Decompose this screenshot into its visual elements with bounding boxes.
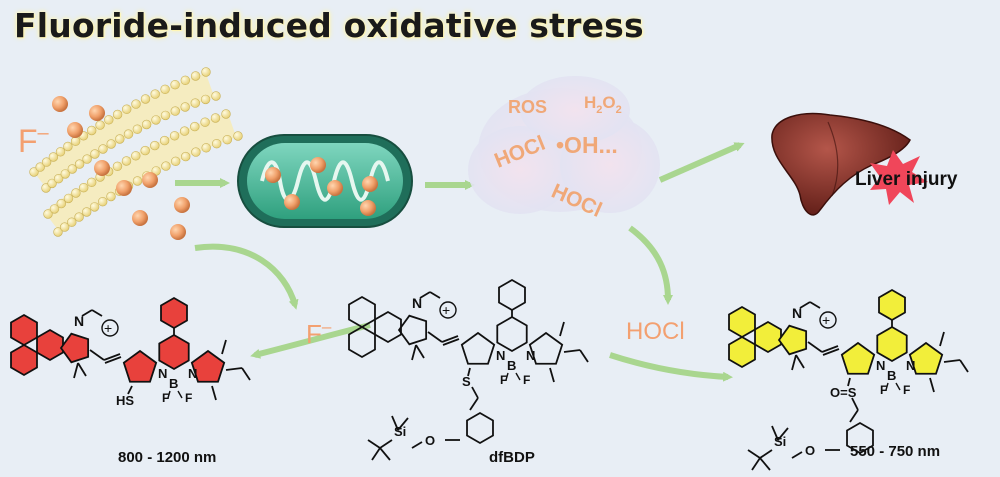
svg-text:F: F — [903, 383, 910, 397]
svg-text:F: F — [185, 391, 192, 405]
arrow-to-left-product — [250, 322, 371, 359]
svg-text:N: N — [526, 348, 535, 363]
arrow-to-liver — [658, 142, 745, 183]
h2o2-text: H2O2 — [584, 93, 622, 116]
injury-burst-icon — [870, 150, 928, 205]
svg-text:N: N — [412, 295, 422, 311]
ros-text: ROS — [508, 97, 547, 117]
svg-text:B: B — [887, 368, 896, 383]
fluoride-arrow-label: F– — [306, 317, 332, 349]
mitochondrion — [237, 134, 413, 228]
arrow-fluoride-branch — [194, 243, 299, 310]
probe-name-label: dfBDP — [489, 449, 535, 466]
arrow-to-right-product — [609, 352, 733, 382]
fluoride-label: F– — [18, 122, 50, 159]
left-wavelength-label: 800 - 1200 nm — [118, 449, 216, 466]
svg-text:N: N — [74, 313, 84, 329]
svg-text:O: O — [805, 443, 815, 458]
hocl-arrow-label: HOCl — [626, 318, 685, 345]
svg-text:B: B — [169, 376, 178, 391]
svg-text:F: F — [880, 383, 887, 397]
svg-text:+: + — [104, 320, 112, 336]
svg-text:F: F — [523, 373, 530, 387]
svg-text:N: N — [158, 366, 167, 381]
ros-cloud: ROS H2O2 •OH... HOCl HOCl — [468, 76, 660, 222]
svg-text:+: + — [822, 312, 830, 328]
svg-text:O=S: O=S — [830, 385, 857, 400]
svg-text:+: + — [442, 302, 450, 318]
svg-text:S: S — [462, 374, 471, 389]
page-title: Fluoride-induced oxidative stress — [14, 6, 644, 45]
svg-text:F: F — [162, 391, 169, 405]
arrow-hocl-branch — [628, 225, 673, 305]
liver-injury-label: Liver injury — [855, 169, 958, 190]
svg-text:B: B — [507, 358, 516, 373]
svg-text:O: O — [425, 433, 435, 448]
svg-text:N: N — [188, 366, 197, 381]
hydroxyl-text: •OH... — [556, 132, 618, 158]
svg-text:HS: HS — [116, 393, 134, 408]
svg-text:N: N — [792, 305, 802, 321]
right-wavelength-label: 550 - 750 nm — [850, 443, 940, 460]
svg-text:F: F — [500, 373, 507, 387]
svg-text:N: N — [876, 358, 885, 373]
svg-text:N: N — [496, 348, 505, 363]
fluoride-ions — [52, 96, 190, 240]
svg-text:N: N — [906, 358, 915, 373]
cell-membrane — [29, 67, 243, 237]
